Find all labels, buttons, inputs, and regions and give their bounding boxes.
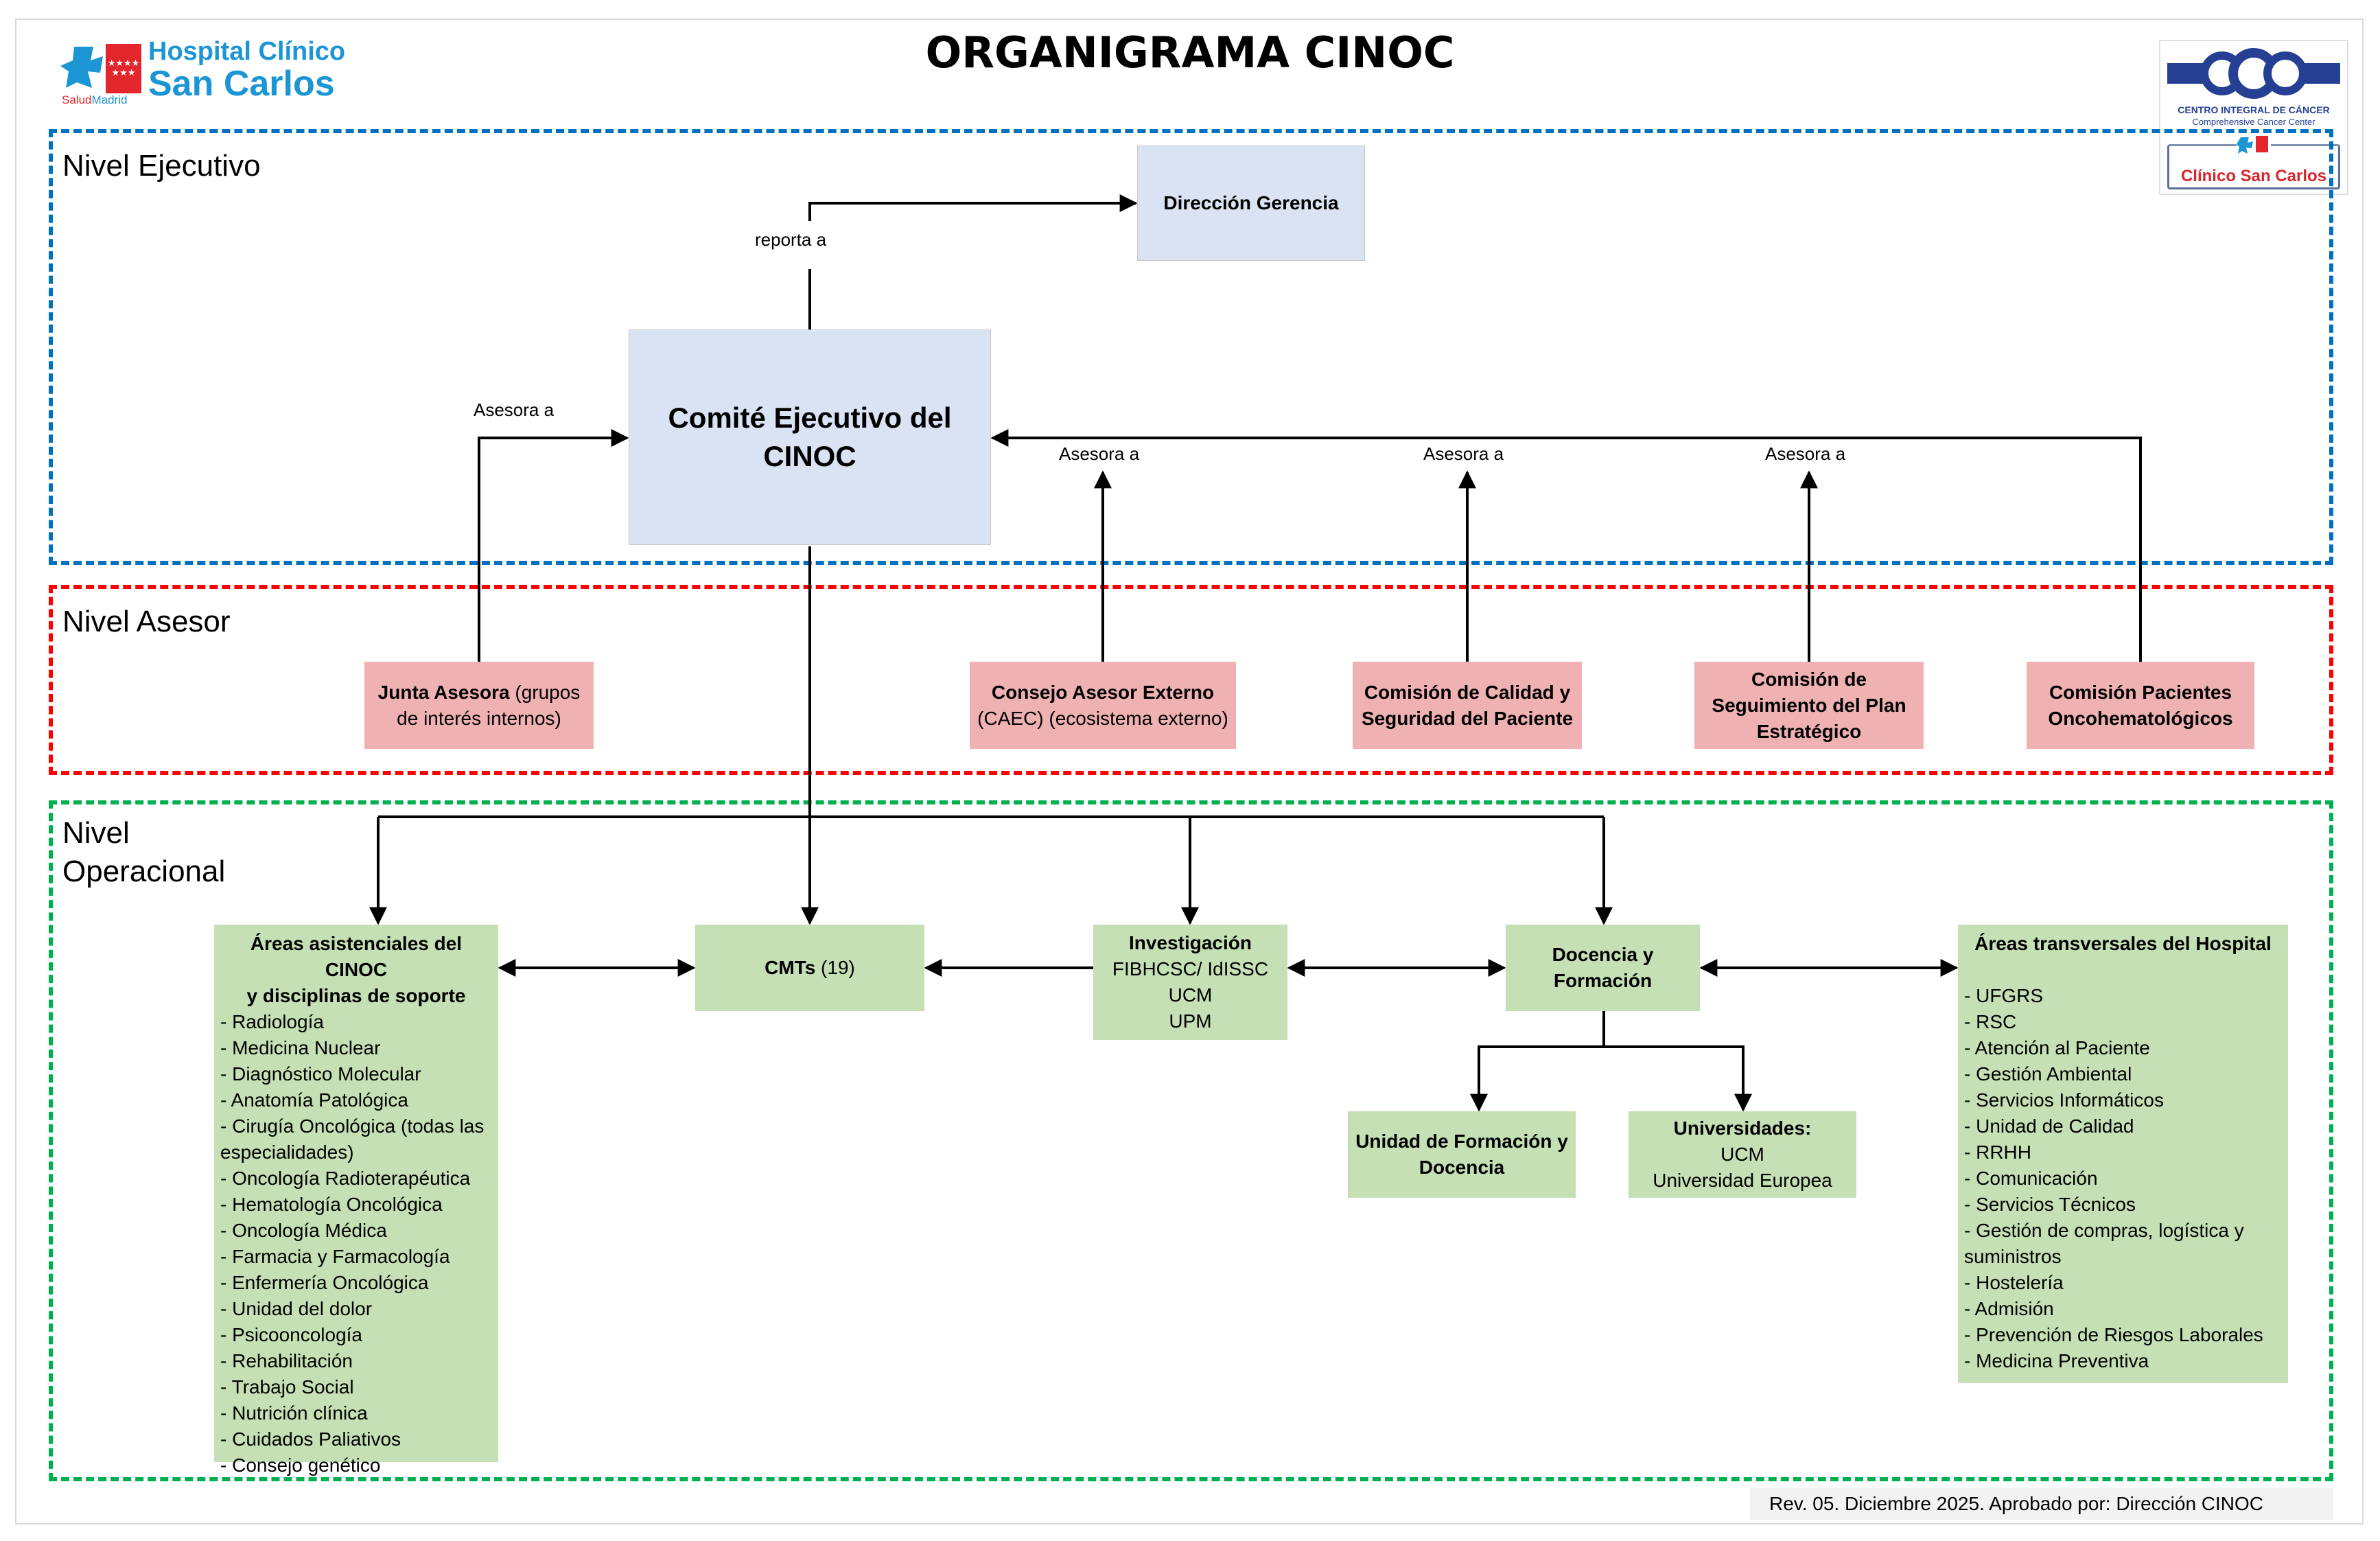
comite-ejecutivo-box[interactable]: Comité Ejecutivo del CINOC — [629, 329, 991, 545]
svg-text:★★★: ★★★ — [112, 68, 136, 78]
list-item: - Comunicación — [1964, 1168, 2098, 1189]
clinico-badge: Clínico San Carlos — [2167, 144, 2340, 189]
list-item: - Anatomía Patológica — [220, 1089, 408, 1111]
areas-transversales-box[interactable]: Áreas transversales del Hospital - UFGRS… — [1958, 925, 2288, 1383]
list-item: - Unidad del dolor — [220, 1298, 373, 1319]
revision-footer: Rev. 05. Diciembre 2025. Aprobado por: D… — [1750, 1488, 2333, 1520]
edge-junta-comite — [478, 429, 629, 662]
areas-asistenciales-box[interactable]: Áreas asistenciales del CINOC y discipli… — [214, 925, 498, 1476]
comision-pacientes-box[interactable]: Comisión Pacientes Oncohematológicos — [2027, 662, 2254, 749]
list-item: - Cirugía Oncológica (todas las especial… — [220, 1115, 485, 1163]
level-ejecutivo: Nivel Ejecutivo — [49, 129, 2333, 565]
salud-madrid-mini-icon — [2237, 133, 2271, 157]
level-asesor: Nivel Asesor — [49, 585, 2333, 775]
universidades-box[interactable]: Universidades: UCM Universidad Europea — [1629, 1111, 1856, 1198]
list-item: - Unidad de Calidad — [1964, 1115, 2134, 1137]
junta-asesora-box[interactable]: Junta Asesora (grupos de interés interno… — [364, 662, 594, 749]
hospital-name-line2: San Carlos — [148, 64, 335, 104]
salud-madrid-label: SaludMadrid — [62, 93, 128, 106]
svg-text:★★★★: ★★★★ — [108, 58, 140, 69]
list-item: - Trabajo Social — [220, 1376, 354, 1398]
list-item: - Enfermería Oncológica — [220, 1272, 429, 1293]
edge-pacientes-comite — [990, 429, 2142, 662]
list-item: - Hematología Oncológica — [220, 1194, 443, 1215]
asesora-a-label-calidad: Asesora a — [1423, 443, 1504, 464]
list-item: - Gestión de compras, logística y sumini… — [1964, 1220, 2244, 1267]
ccc-emblem-icon — [2167, 48, 2340, 99]
reporta-a-label: reporta a — [755, 229, 827, 250]
asesora-a-label-consejo: Asesora a — [1059, 443, 1140, 464]
list-item: - Prevención de Riesgos Laborales — [1964, 1324, 2263, 1345]
cmts-box[interactable]: CMTs (19) — [695, 925, 924, 1011]
list-item: - Oncología Radioterapéutica — [220, 1168, 471, 1189]
salud-madrid-emblem-icon: ★★★★ ★★★ — [60, 44, 141, 93]
comision-seguimiento-box[interactable]: Comisión de Seguimiento del Plan Estraté… — [1694, 662, 1924, 749]
list-item: - Oncología Médica — [220, 1220, 387, 1241]
unidad-formacion-box[interactable]: Unidad de Formación y Docencia — [1348, 1111, 1576, 1198]
list-item: - Psicooncología — [220, 1324, 363, 1345]
list-item: - Farmacia y Farmacología — [220, 1246, 450, 1267]
asesora-a-label-junta: Asesora a — [474, 399, 555, 420]
list-item: - Atención al Paciente — [1964, 1037, 2150, 1058]
list-item: - RRHH — [1964, 1142, 2031, 1163]
edge-comite-direccion — [808, 203, 1136, 329]
list-item: - Diagnóstico Molecular — [220, 1063, 421, 1085]
areas-asistenciales-list: - Radiología - Medicina Nuclear - Diagnóst… — [220, 1009, 492, 1479]
hospital-logo: ★★★★ ★★★ SaludMadrid Hospital Clínico Sa… — [60, 36, 349, 106]
level-ejecutivo-label: Nivel Ejecutivo — [62, 149, 261, 183]
list-item: - Rehabilitación — [220, 1350, 353, 1371]
docencia-formacion-box[interactable]: Docencia y Formación — [1506, 925, 1700, 1011]
list-item: - Admisión — [1964, 1298, 2054, 1319]
ccc-name-en: Comprehensive Cancer Center — [2192, 117, 2315, 127]
list-item: - Hostelería — [1964, 1272, 2064, 1293]
list-item: - Servicios Técnicos — [1964, 1194, 2136, 1215]
list-item: - Servicios Informáticos — [1964, 1089, 2164, 1111]
list-item: - Medicina Preventiva — [1964, 1350, 2149, 1371]
page-title: ORGANIGRAMA CINOC — [925, 27, 1455, 78]
list-item: - Radiología — [220, 1011, 324, 1032]
ccc-logo: CENTRO INTEGRAL DE CÁNCER Comprehensive … — [2159, 40, 2348, 195]
edge-docencia-subtree — [1478, 1011, 1745, 1110]
list-item: - RSC — [1964, 1011, 2017, 1032]
comision-calidad-box[interactable]: Comisión de Calidad y Seguridad del Paci… — [1353, 662, 1582, 749]
investigacion-box[interactable]: Investigación FIBHCSC/ IdISSC UCM UPM — [1093, 925, 1287, 1040]
areas-transversales-list: - UFGRS - RSC - Atención al Paciente - Gest… — [1964, 983, 2282, 1374]
consejo-asesor-externo-box[interactable]: Consejo Asesor Externo (CAEC) (ecosistem… — [970, 662, 1236, 749]
ccc-name-es: CENTRO INTEGRAL DE CÁNCER — [2178, 104, 2330, 115]
page-frame — [15, 19, 2364, 1525]
list-item: - Medicina Nuclear — [220, 1037, 381, 1058]
list-item: - UFGRS — [1964, 985, 2044, 1006]
asesora-a-label-seguimiento: Asesora a — [1765, 443, 1846, 464]
list-item: - Consejo genético — [220, 1455, 381, 1476]
hospital-name-line1: Hospital Clínico — [148, 37, 346, 66]
list-item: - Gestión Ambiental — [1964, 1063, 2132, 1085]
list-item: - Cuidados Paliativos — [220, 1428, 401, 1450]
level-operacional-label: Nivel Operacional — [62, 816, 226, 888]
direccion-gerencia-box[interactable]: Dirección Gerencia — [1137, 146, 1365, 261]
list-item: - Nutrición clínica — [220, 1402, 368, 1424]
level-operacional: Nivel Operacional — [49, 800, 2333, 1481]
level-asesor-label: Nivel Asesor — [62, 605, 231, 638]
